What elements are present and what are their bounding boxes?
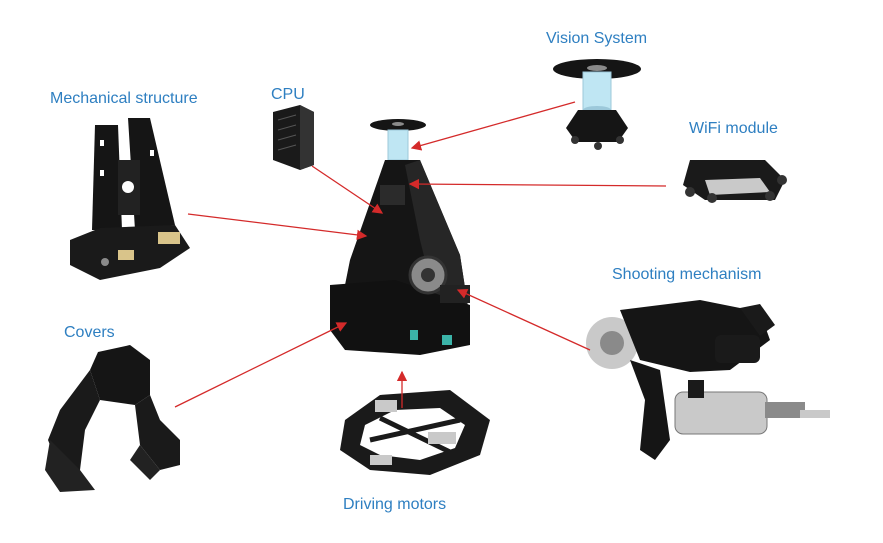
callout-arrows <box>174 101 667 408</box>
cpu-part <box>273 105 314 170</box>
label-vision-system: Vision System <box>546 30 648 47</box>
label-wifi-module: WiFi module <box>689 120 778 137</box>
arrow-mechanical-structure <box>187 213 368 241</box>
driving-motors-part <box>340 390 490 475</box>
arrow-shooting-mechanism <box>456 289 591 351</box>
label-shooting-mechanism: Shooting mechanism <box>612 266 762 283</box>
vision-system-part <box>553 59 641 150</box>
label-driving-motors: Driving motors <box>343 496 447 513</box>
assembled-robot <box>330 119 470 355</box>
label-mechanical-structure: Mechanical structure <box>50 90 198 107</box>
shooting-mechanism-part <box>586 300 830 460</box>
arrow-vision-system <box>410 101 576 151</box>
label-covers: Covers <box>64 324 115 341</box>
covers-part <box>45 345 180 492</box>
arrow-wifi-module <box>408 178 667 190</box>
arrow-covers <box>174 322 348 408</box>
wifi-module-part <box>683 160 787 203</box>
mechanical-structure-part <box>70 118 190 280</box>
arrow-cpu <box>311 165 384 214</box>
label-cpu: CPU <box>271 86 305 103</box>
